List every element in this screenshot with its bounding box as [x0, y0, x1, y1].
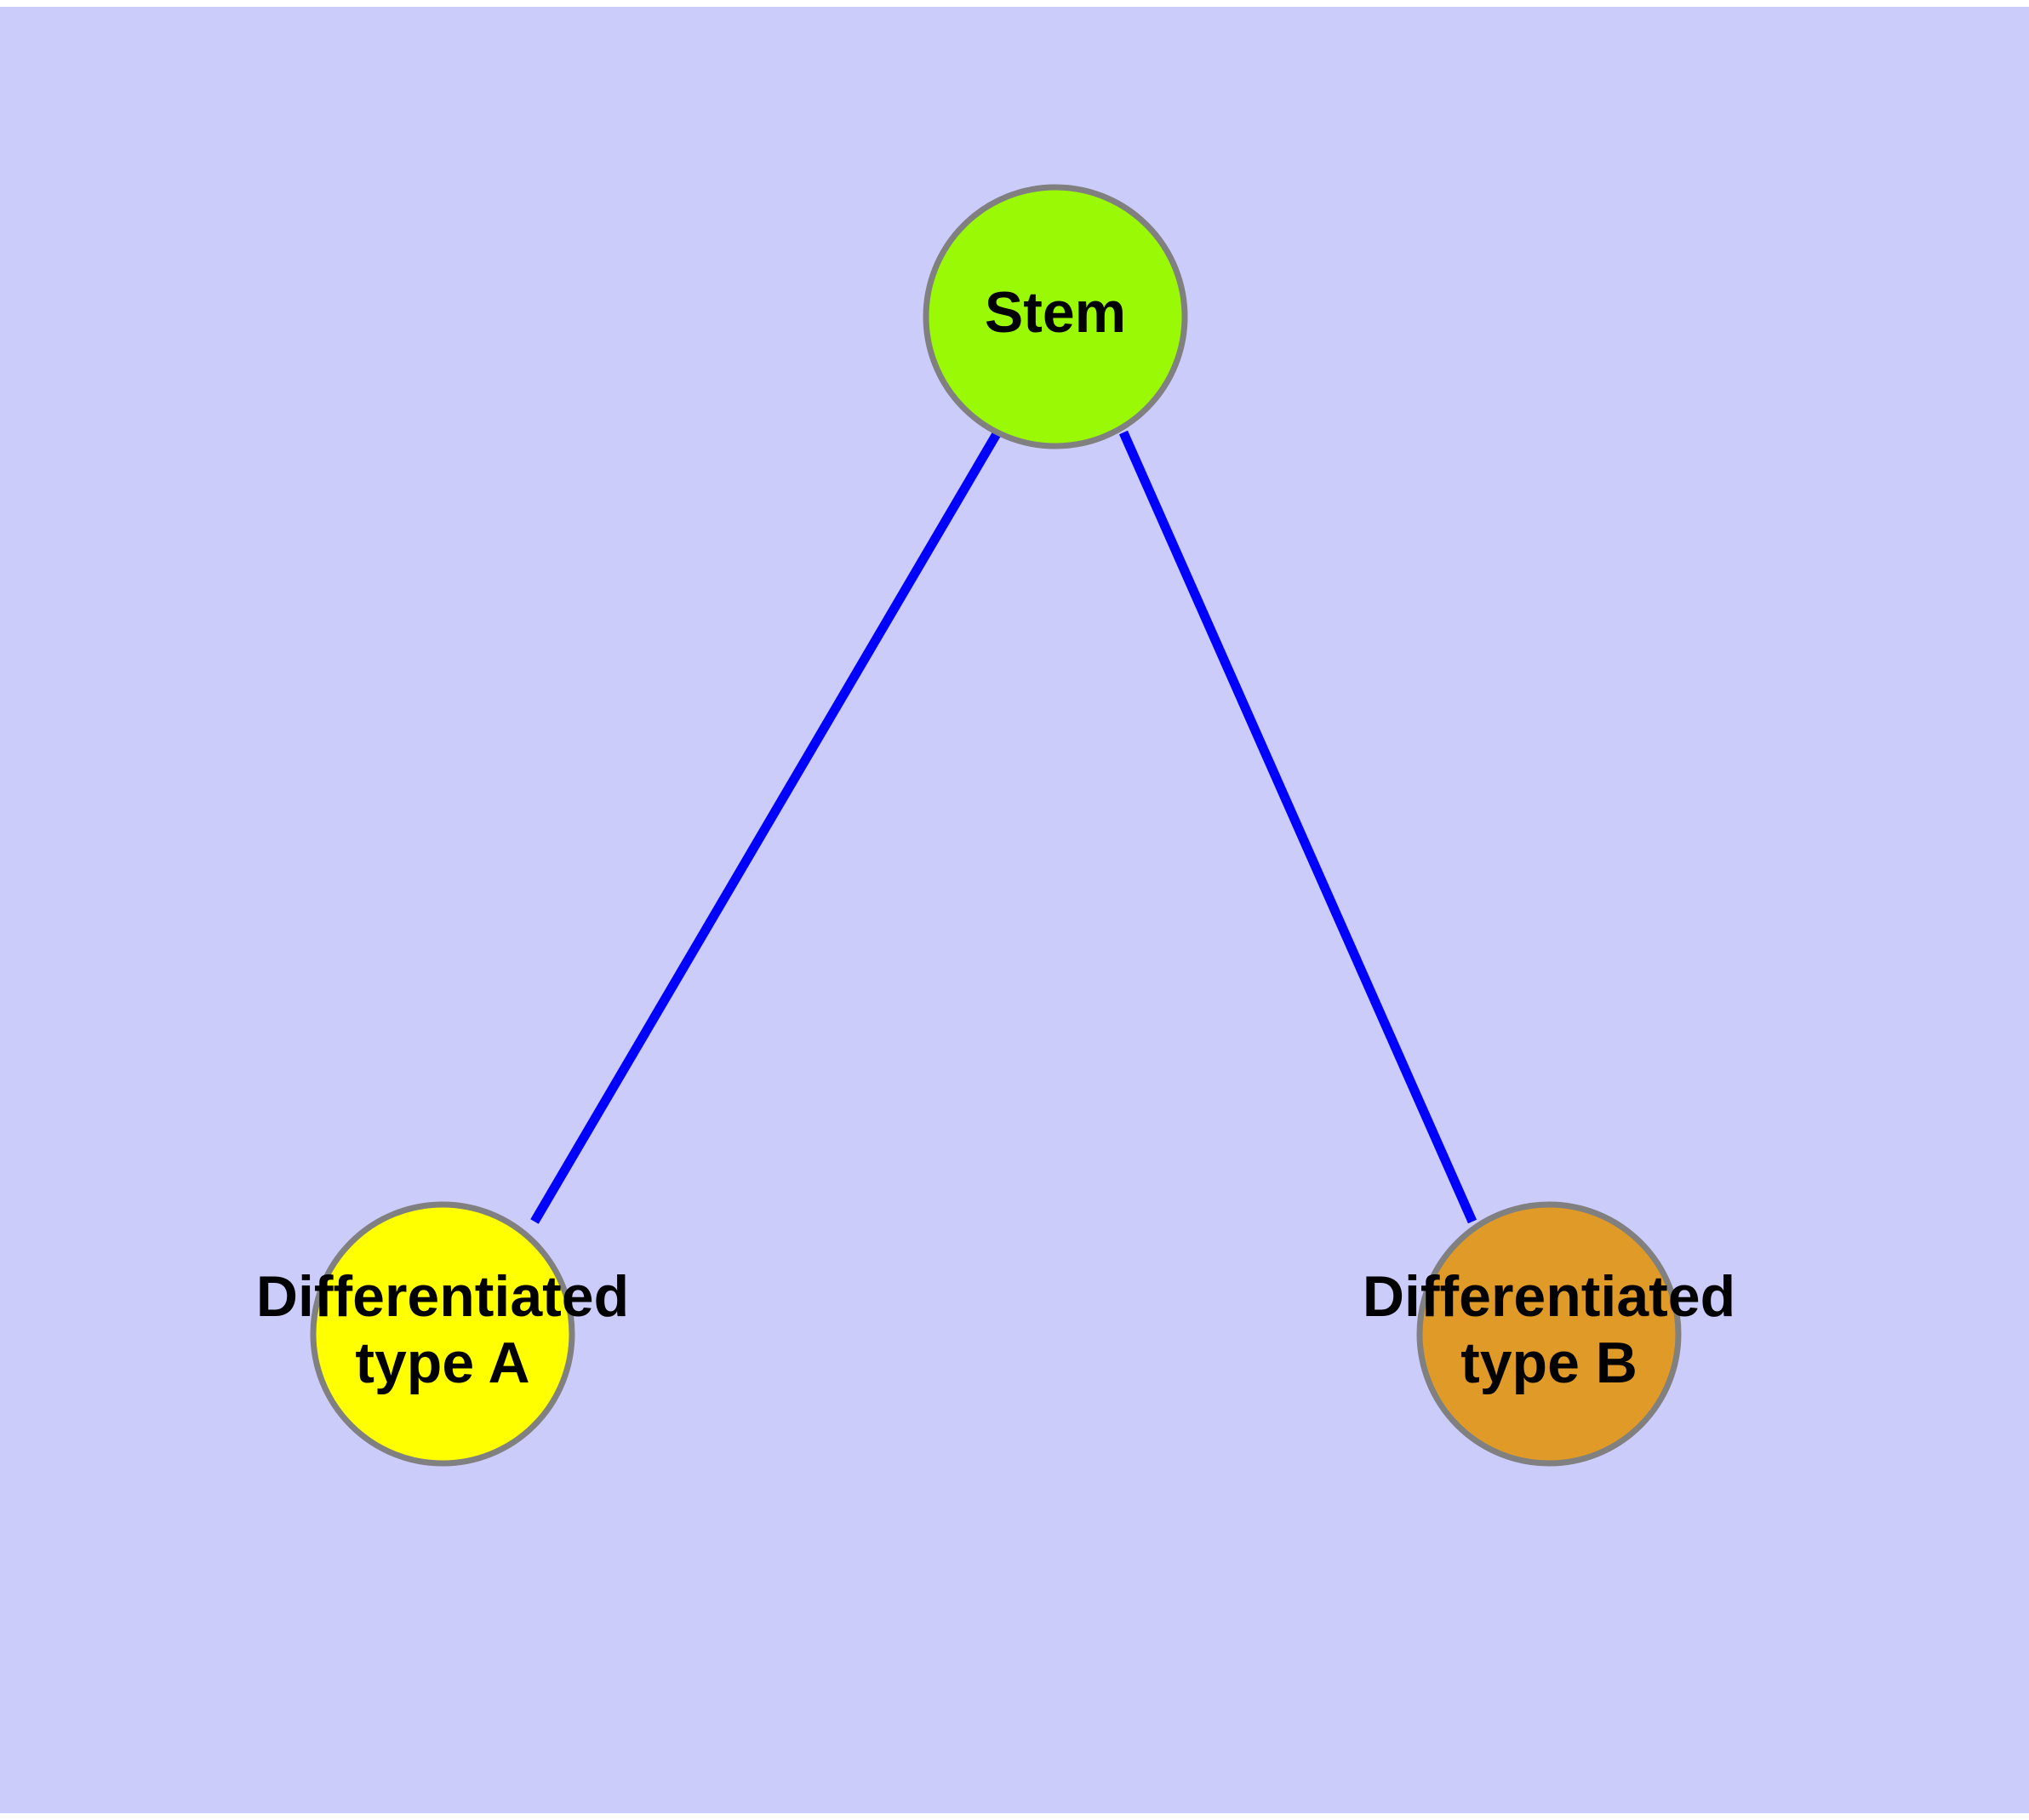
- graph-edge-stem-to-b[interactable]: [1118, 430, 1477, 1224]
- graph-node-diff_b[interactable]: [1416, 1201, 1682, 1467]
- node-label-line: Differentiated: [256, 1264, 629, 1329]
- node-circle-diff_b[interactable]: [1416, 1201, 1682, 1467]
- node-label-line: type A: [355, 1331, 529, 1395]
- graph-node-stem[interactable]: [923, 184, 1188, 449]
- graph-node-diff_a[interactable]: [310, 1201, 575, 1467]
- node-circle-diff_a[interactable]: [310, 1201, 575, 1467]
- node-circle-stem[interactable]: [923, 184, 1188, 449]
- graph-edge-stem-to-a[interactable]: [530, 430, 1002, 1224]
- node-label-line: Differentiated: [1363, 1264, 1735, 1329]
- edges-layer: [530, 430, 1477, 1224]
- node-label-line: type B: [1460, 1331, 1637, 1395]
- node-label-line: Stem: [985, 280, 1126, 345]
- node-label-stem: Stem: [985, 280, 1126, 345]
